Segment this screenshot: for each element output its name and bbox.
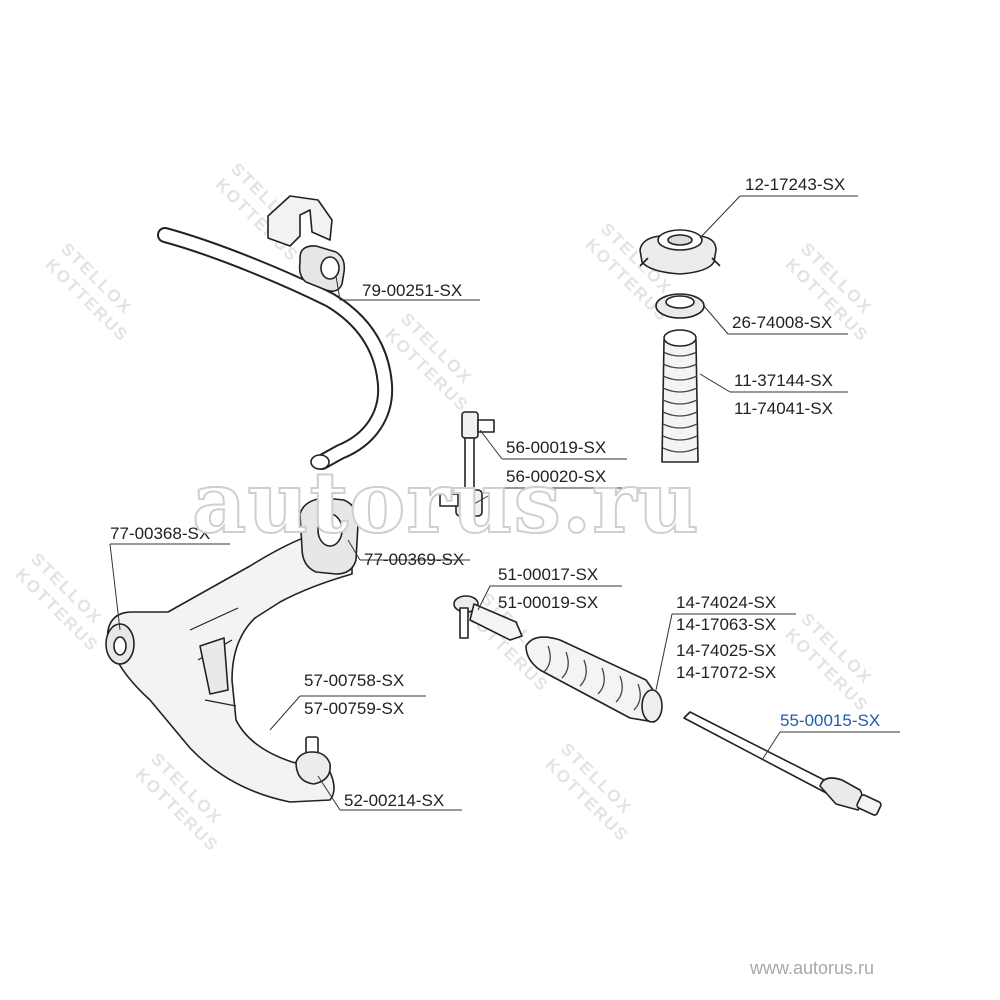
label-56-00019[interactable]: 56-00019-SX (506, 438, 606, 457)
part-labels: 12-17243-SX 79-00251-SX 26-74008-SX 11-3… (110, 175, 880, 810)
footer-url: www.autorus.ru (749, 958, 874, 978)
label-11-74041[interactable]: 11-74041-SX (734, 399, 833, 418)
label-55-00015[interactable]: 55-00015-SX (780, 711, 880, 730)
control-arm-bushing (299, 497, 359, 575)
strut-dust-boot (661, 329, 699, 463)
stabilizer-bushing (267, 195, 346, 292)
label-51-00017[interactable]: 51-00017-SX (498, 565, 598, 584)
tie-rod-end (453, 595, 523, 641)
label-57-00758[interactable]: 57-00758-SX (304, 671, 404, 690)
strut-bearing (655, 293, 705, 319)
label-12-17243[interactable]: 12-17243-SX (745, 175, 845, 194)
label-11-37144[interactable]: 11-37144-SX (734, 371, 833, 390)
autorus-overlay-watermark: autorus.ru (192, 453, 700, 552)
label-56-00020[interactable]: 56-00020-SX (506, 467, 606, 486)
label-77-00369[interactable]: 77-00369-SX (364, 550, 464, 569)
ball-joint (295, 736, 331, 785)
strut-mount (639, 229, 721, 275)
label-57-00759[interactable]: 57-00759-SX (304, 699, 404, 718)
label-14-17072[interactable]: 14-17072-SX (676, 663, 776, 682)
leader-lines (109, 195, 900, 811)
label-79-00251[interactable]: 79-00251-SX (362, 281, 462, 300)
stabilizer-bar (157, 227, 394, 470)
label-26-74008[interactable]: 26-74008-SX (732, 313, 832, 332)
label-52-00214[interactable]: 52-00214-SX (344, 791, 444, 810)
label-14-17063[interactable]: 14-17063-SX (676, 615, 776, 634)
inner-tie-rod (683, 711, 882, 816)
label-51-00019[interactable]: 51-00019-SX (498, 593, 598, 612)
label-14-74025[interactable]: 14-74025-SX (676, 641, 776, 660)
parts-layer (105, 195, 882, 816)
steering-rack-boot (525, 636, 663, 723)
stabilizer-link (439, 411, 495, 517)
label-77-00368[interactable]: 77-00368-SX (110, 524, 210, 543)
lower-control-arm (105, 527, 353, 803)
label-14-74024[interactable]: 14-74024-SX (676, 593, 776, 612)
